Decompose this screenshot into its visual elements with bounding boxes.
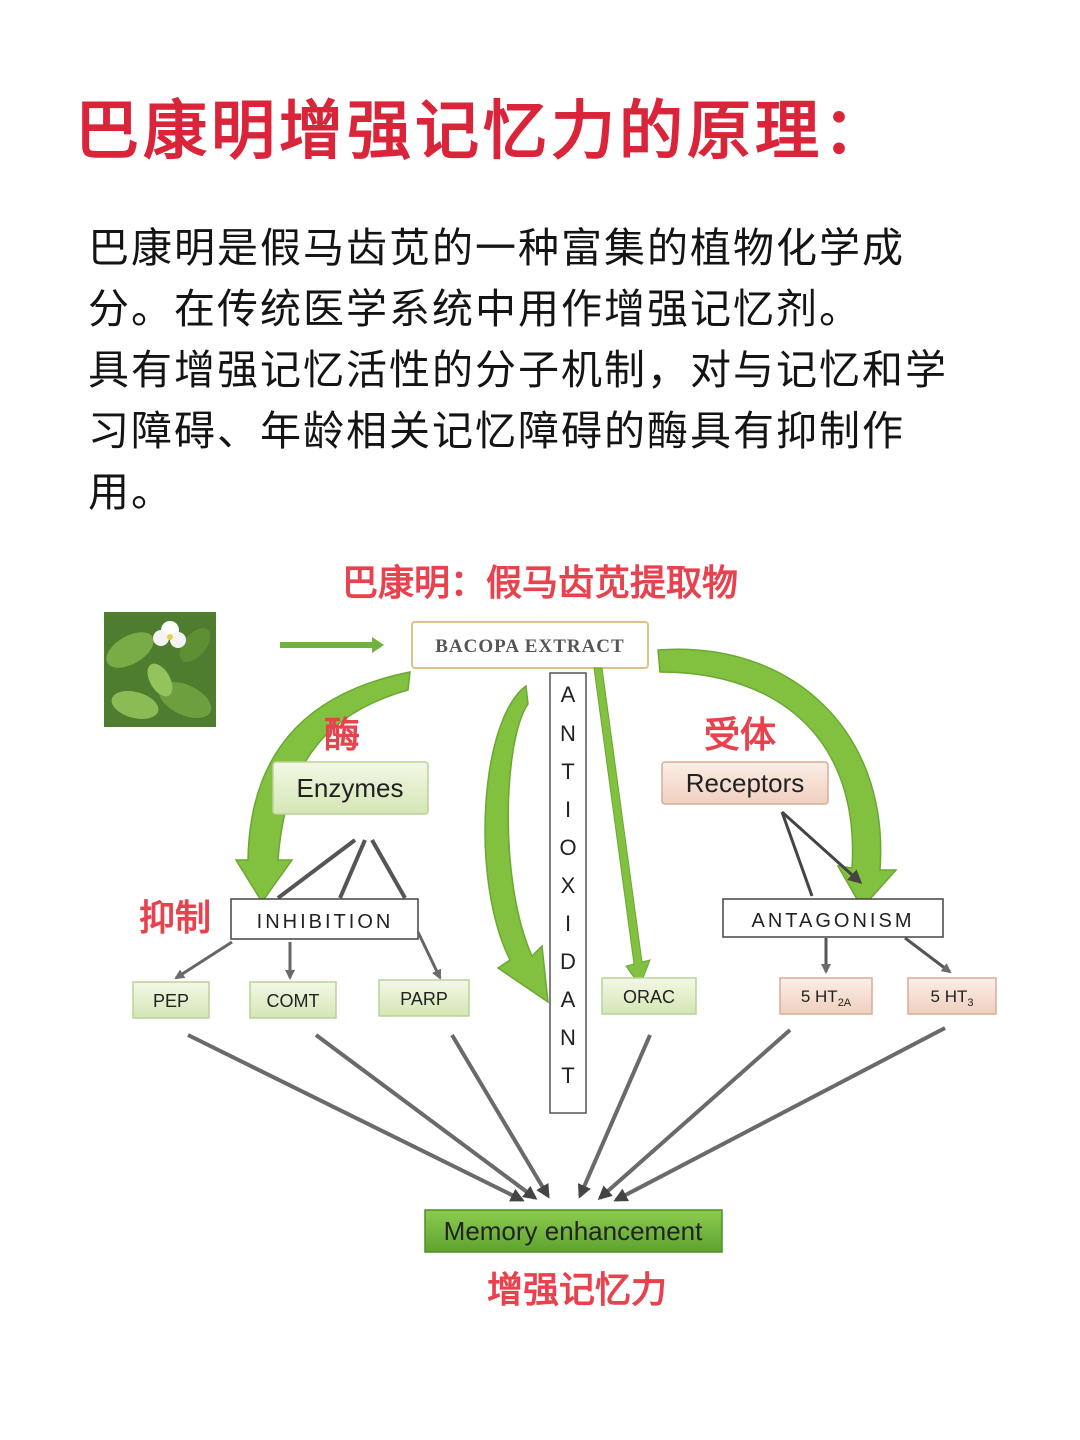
bacopa-plant-image	[104, 612, 216, 727]
inhibition-box	[230, 898, 419, 940]
antagonism-label: ANTAGONISM	[752, 910, 915, 932]
curved-arrow-to-antioxidant	[484, 684, 549, 1004]
target-box-pep	[132, 981, 210, 1019]
target-parp-label: PARP	[400, 989, 448, 1009]
antioxidant-letter: I	[565, 797, 571, 822]
enzymes-to-inhibition-lines	[276, 838, 407, 900]
antioxidant-letter: N	[560, 721, 576, 746]
receptor-target-5ht2a-label: 5 HT2A	[801, 987, 852, 1009]
antioxidant-letters: A N T I O X I D A N T	[559, 682, 576, 1088]
source-label: BACOPA EXTRACT	[435, 636, 624, 657]
enzymes-box	[272, 761, 429, 815]
curved-arrow-to-receptors	[657, 648, 898, 910]
inhibition-to-targets-arrows	[174, 931, 442, 980]
receptor-target-box-5ht3	[907, 977, 997, 1015]
receptor-target-5ht2a-base: 5 HT	[801, 987, 838, 1006]
outcome-label-zh: 增强记忆力	[487, 1270, 667, 1311]
antioxidant-letter: T	[561, 759, 574, 784]
target-box-parp	[378, 979, 470, 1017]
inhibition-label: INHIBITION	[257, 911, 394, 933]
antioxidant-letter: X	[561, 873, 576, 898]
target-pep-label: PEP	[153, 991, 189, 1011]
antioxidant-letter: A	[561, 987, 576, 1012]
receptor-target-5ht3-base: 5 HT	[931, 987, 968, 1006]
antioxidant-box	[549, 672, 587, 1114]
antagonism-box	[722, 898, 944, 938]
target-comt-label: COMT	[267, 991, 320, 1011]
intro-paragraph-2: 具有增强记忆活性的分子机制，对与记忆和学习障碍、年龄相关记忆障碍的酶具有抑制作用…	[88, 346, 948, 516]
receptors-label: Receptors	[686, 768, 805, 798]
antioxidant-letter: I	[565, 911, 571, 936]
straight-arrow-to-orac	[593, 667, 651, 988]
intro-paragraph-1: 巴康明是假马齿苋的一种富集的植物化学成分。在传统医学系统中用作增强记忆剂。	[88, 224, 905, 333]
enzymes-label: Enzymes	[297, 773, 404, 803]
outcome-box	[424, 1209, 723, 1253]
curved-arrow-to-enzymes	[234, 671, 411, 904]
diagram-header: 巴康明：假马齿苋提取物	[342, 562, 738, 604]
inhibition-label-zh: 抑制	[139, 898, 211, 939]
receptor-target-5ht3-sub: 3	[967, 997, 973, 1009]
antioxidant-letter: A	[561, 682, 576, 707]
outcome-label: Memory enhancement	[444, 1216, 703, 1246]
receptor-target-box-5ht2a	[779, 977, 873, 1015]
enzymes-label-zh: 酶	[324, 715, 360, 756]
page-title: 巴康明增强记忆力的原理：	[75, 95, 891, 169]
antioxidant-letter: T	[561, 1063, 574, 1088]
target-orac-label: ORAC	[623, 987, 675, 1007]
receptor-target-5ht3-label: 5 HT3	[931, 987, 974, 1009]
receptors-label-zh: 受体	[704, 715, 776, 756]
converging-arrows	[187, 1026, 946, 1202]
receptor-target-5ht2a-sub: 2A	[838, 997, 852, 1009]
antioxidant-letter: N	[560, 1025, 576, 1050]
target-box-comt	[249, 981, 337, 1019]
intro-text: 巴康明是假马齿苋的一种富集的植物化学成分。在传统医学系统中用作增强记忆剂。 具有…	[88, 218, 988, 523]
antioxidant-letter: D	[560, 949, 576, 974]
antioxidant-letter: O	[559, 835, 576, 860]
source-box	[411, 621, 649, 669]
plant-to-extract-arrow	[280, 637, 384, 653]
receptors-to-antagonism-lines	[780, 810, 863, 897]
receptors-box	[661, 761, 829, 805]
target-box-orac	[601, 977, 697, 1015]
antagonism-to-receptor-arrows	[821, 936, 952, 974]
